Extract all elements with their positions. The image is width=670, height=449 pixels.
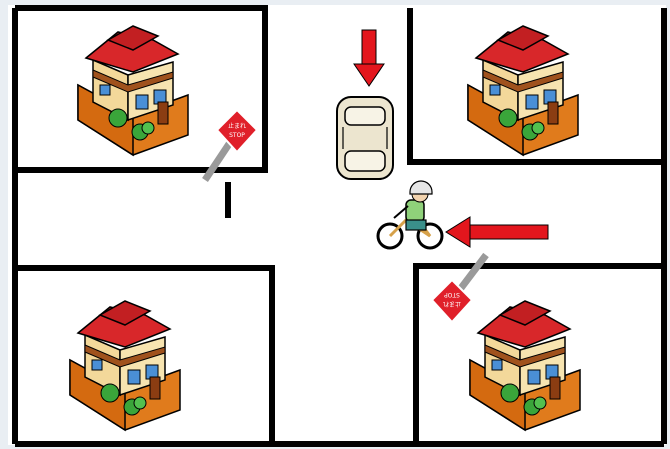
bicycle bbox=[376, 180, 444, 250]
stop-sign-bottom-right: 止まれ STOP bbox=[430, 252, 489, 324]
stop-sign-text-ja: 止まれ bbox=[228, 122, 246, 130]
bicycle-direction-arrow bbox=[445, 216, 549, 248]
stop-sign-text-ja: 止まれ bbox=[443, 300, 461, 308]
stop-sign-text-en: STOP bbox=[444, 291, 460, 298]
stop-sign-top-left: 止まれ STOP bbox=[202, 108, 259, 182]
block-outlines bbox=[12, 5, 667, 447]
block-top-right bbox=[407, 8, 664, 165]
block-bottom-left bbox=[15, 265, 275, 444]
stop-sign-text-en: STOP bbox=[229, 132, 245, 139]
block-top-left bbox=[15, 5, 268, 173]
block-bottom-right bbox=[413, 263, 664, 444]
car-direction-arrow bbox=[353, 29, 385, 87]
car bbox=[336, 96, 394, 180]
